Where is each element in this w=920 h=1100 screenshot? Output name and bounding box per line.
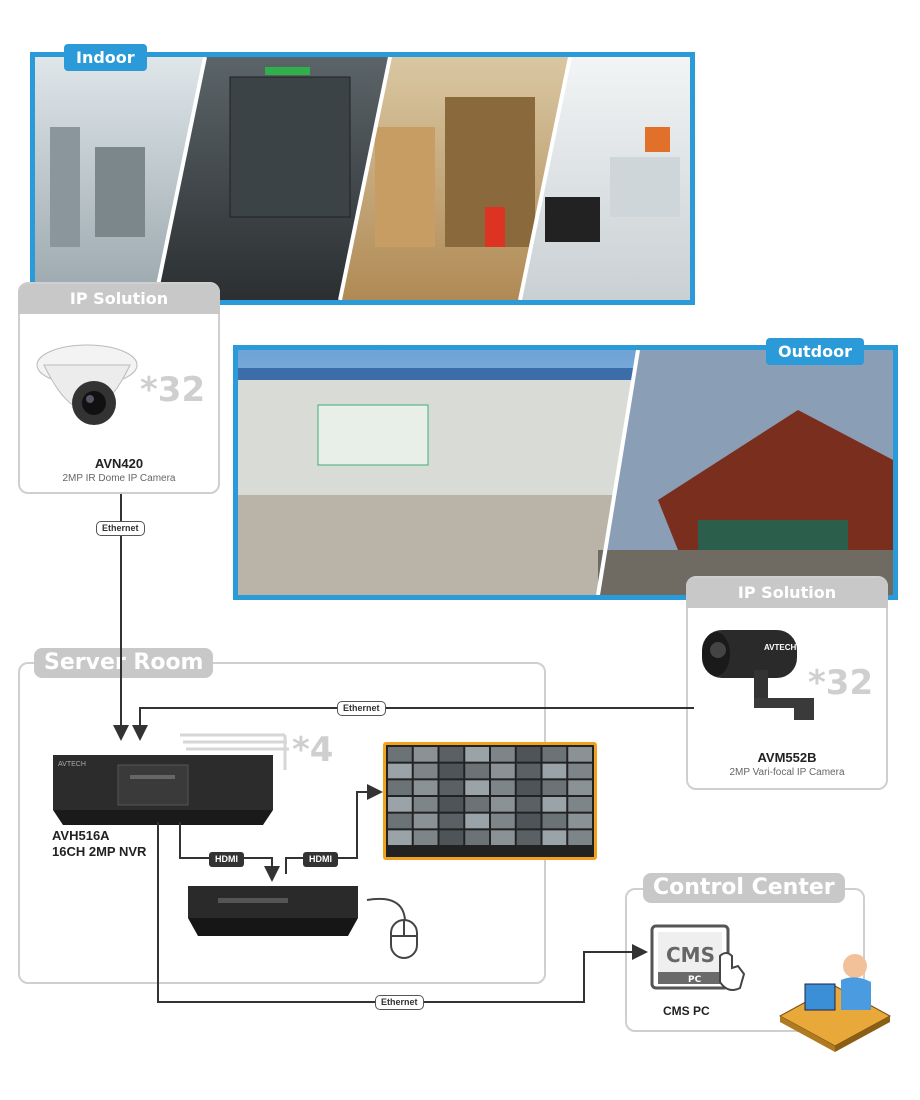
camera-thumbnail [465, 830, 489, 845]
camera-thumbnail [413, 813, 438, 829]
mini-nvr-device-icon [188, 886, 358, 936]
camera-thumbnail [542, 797, 567, 812]
camera-thumbnail [491, 780, 515, 795]
outdoor-photo-strip [233, 345, 898, 600]
camera-thumbnail [516, 797, 541, 812]
camera-thumbnail [542, 780, 567, 795]
camera-thumbnail [516, 763, 541, 779]
camera-thumbnail [465, 747, 489, 762]
bullet-camera-icon: AVTECH [702, 630, 814, 720]
ethernet-label-indoor: Ethernet [96, 521, 145, 536]
camera-thumbnail [465, 763, 489, 779]
server-room-title: Server Room [34, 648, 214, 678]
mouse-icon [366, 898, 418, 959]
outdoor-scenes-image [238, 350, 893, 595]
camera-thumbnail [413, 747, 438, 762]
camera-thumbnail [413, 797, 438, 812]
nvr-description: 16CH 2MP NVR [52, 844, 147, 859]
nvr-multiplier: *4 [292, 730, 334, 770]
camera-thumbnail [388, 813, 412, 829]
cms-pc-label: CMS PC [663, 1004, 710, 1018]
camera-thumbnail [491, 813, 515, 829]
camera-thumbnail [388, 830, 412, 845]
camera-thumbnail [516, 780, 541, 795]
camera-thumbnail [439, 813, 464, 829]
indoor-label: Indoor [64, 44, 147, 71]
camera-thumbnail [491, 763, 515, 779]
camera-thumbnail [568, 763, 592, 779]
camera-thumbnail [388, 763, 412, 779]
outdoor-camera-description: 2MP Vari-focal IP Camera [729, 767, 845, 778]
camera-thumbnail [516, 830, 541, 845]
camera-thumbnail [568, 797, 592, 812]
operator-desk-icon [778, 954, 892, 1052]
nvr-device-icon: AVTECH [53, 755, 273, 825]
camera-thumbnail [439, 830, 464, 845]
ip-camera-indoor-header: IP Solution [18, 284, 220, 314]
hdmi-label-1: HDMI [209, 852, 244, 867]
camera-thumbnail [439, 797, 464, 812]
camera-thumbnail [413, 763, 438, 779]
outdoor-camera-model: AVM552B [757, 750, 817, 765]
surveillance-monitor [383, 742, 597, 860]
camera-grid-display [386, 745, 594, 857]
camera-thumbnail [439, 780, 464, 795]
ip-camera-indoor-panel [18, 282, 220, 494]
nvr-model: AVH516A [52, 828, 110, 843]
camera-thumbnail [491, 830, 515, 845]
camera-thumbnail [568, 747, 592, 762]
cms-screen-text: CMS [666, 943, 715, 967]
camera-thumbnail [388, 747, 412, 762]
camera-thumbnail [388, 780, 412, 795]
camera-thumbnail [568, 830, 592, 845]
camera-thumbnail [516, 747, 541, 762]
camera-thumbnail [542, 747, 567, 762]
camera-thumbnail [568, 813, 592, 829]
camera-thumbnail [568, 780, 592, 795]
nvr-brand: AVTECH [58, 761, 86, 768]
indoor-scenes-image [35, 57, 690, 300]
ethernet-label-outdoor: Ethernet [337, 701, 386, 716]
hdmi-label-2: HDMI [303, 852, 338, 867]
camera-thumbnail [439, 747, 464, 762]
ip-camera-outdoor-header: IP Solution [686, 578, 888, 608]
outdoor-camera-multiplier: *32 [808, 663, 874, 703]
camera-thumbnail [439, 763, 464, 779]
camera-thumbnail [388, 797, 412, 812]
indoor-photo-strip [30, 52, 695, 305]
camera-thumbnail [491, 797, 515, 812]
indoor-camera-multiplier: *32 [140, 370, 206, 410]
camera-thumbnail [516, 813, 541, 829]
camera-thumbnail [413, 780, 438, 795]
camera-thumbnail [542, 813, 567, 829]
ethernet-label-cms: Ethernet [375, 995, 424, 1010]
ip-camera-outdoor-panel [686, 576, 888, 790]
camera-thumbnail [413, 830, 438, 845]
camera-thumbnail [465, 797, 489, 812]
cms-pc-icon: CMS PC [650, 924, 746, 991]
camera-thumbnail [491, 747, 515, 762]
control-center-title: Control Center [643, 873, 845, 903]
cms-screen-sub: PC [688, 975, 702, 985]
camera-thumbnail [542, 763, 567, 779]
indoor-camera-description: 2MP IR Dome IP Camera [62, 473, 176, 484]
camera-thumbnail [465, 780, 489, 795]
camera-thumbnail [542, 830, 567, 845]
outdoor-label: Outdoor [766, 338, 864, 365]
camera-thumbnail [465, 813, 489, 829]
nvr-stack-lines [180, 733, 289, 770]
indoor-camera-model: AVN420 [94, 456, 144, 471]
outdoor-camera-brand: AVTECH [764, 643, 797, 652]
dome-camera-icon [36, 344, 138, 425]
